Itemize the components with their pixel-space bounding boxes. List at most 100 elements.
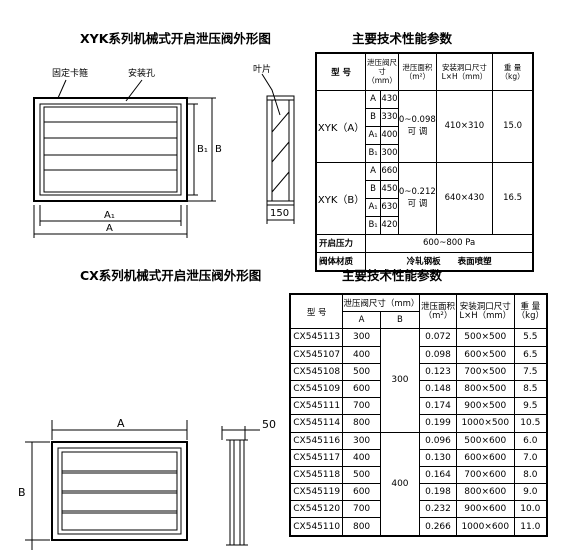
cx-install: 700×500 [455,362,515,381]
cx-area: 0.199 [419,414,457,433]
cx-install: 600×600 [455,448,515,467]
cx-a: 800 [342,517,381,537]
cx-header-col-b: B [379,311,421,330]
cx-area: 0.174 [419,397,457,416]
xyk-outline-drawing: 固定卡箍 安装孔 叶片 B₁ B A₁ A 150 [33,63,295,238]
cx-area: 0.123 [419,362,457,381]
xyk-model-cell: XYK（B） [315,161,367,235]
cx-install: 500×600 [455,431,515,450]
cx-model: CX545116 [289,431,344,450]
cx-header-area-unit: （m²） [423,310,453,321]
xyk-header-weight: 重 量（kg） [492,52,534,91]
cx-model: CX545114 [289,414,344,433]
cx-outline-drawing: A B 50 [18,417,276,550]
cx-model: CX545120 [289,500,344,519]
xyk-header-weight-unit: （kg） [500,71,525,81]
xyk-area-value: 0~0.098 [398,115,436,125]
cx-dim-a: A [117,417,125,430]
cx-dim-b: B [18,486,26,499]
dim-key: B₁ [365,143,381,163]
cx-a: 600 [342,483,381,502]
cx-header-model: 型 号 [289,293,344,330]
cx-area: 0.072 [419,328,457,347]
cx-a: 600 [342,379,381,399]
xyk-clip-label: 固定卡箍 [52,67,88,79]
cx-a: 700 [342,500,381,519]
xyk-dim-b: B [215,144,222,155]
cx-a: 300 [342,328,381,347]
cx-header-install-unit: L×H（mm） [459,310,512,321]
cx-area: 0.130 [419,448,457,467]
cx-area: 0.198 [419,483,457,502]
cx-a: 700 [342,397,381,416]
xyk-model-cell: XYK（A） [315,89,367,163]
cx-a: 300 [342,431,381,450]
xyk-header-size-unit: （mm） [367,76,397,86]
dim-value: 420 [379,215,399,235]
xyk-area-note: 可 调 [407,127,428,137]
cx-install: 900×600 [455,500,515,519]
cx-weight: 8.0 [513,465,548,485]
cx-model: CX545109 [289,379,344,399]
cx-header-install-label: 安装洞口尺寸 [459,301,511,312]
cx-weight: 8.5 [513,379,548,399]
cx-model: CX545110 [289,517,344,537]
cx-area: 0.266 [419,517,457,537]
cx-area: 0.148 [419,379,457,399]
xyk-header-install-unit: L×H（mm） [441,71,488,81]
cx-install: 1000×600 [455,517,515,537]
cx-b-group: 400 [379,431,421,537]
cx-weight: 6.5 [513,345,548,364]
cx-install: 800×500 [455,379,515,399]
xyk-area-value: 0~0.212 [398,187,436,197]
xyk-install-cell: 640×430 [435,161,494,235]
dim-key: B₁ [365,215,381,235]
dim-value: 300 [379,143,399,163]
xyk-header-install-label: 安装洞口尺寸 [441,62,487,72]
xyk-weight-cell: 15.0 [492,89,534,163]
dim-value: 660 [379,161,399,181]
xyk-area-cell: 0~0.098 可 调 [397,89,437,163]
xyk-pressure-label: 开启压力 [315,233,367,253]
dim-key: A₁ [365,125,381,145]
cx-weight: 7.5 [513,362,548,381]
cx-weight: 5.5 [513,328,548,347]
xyk-material-value: 冷轧钢板 表面喷塑 [365,251,534,271]
cx-weight: 10.0 [513,500,548,519]
xyk-pressure-value: 600~800 Pa [365,233,534,253]
xyk-hole-label: 安装孔 [128,67,155,79]
cx-area: 0.232 [419,500,457,519]
xyk-header-size-label: 泄压阀尺寸 [367,58,398,77]
cx-dim-depth: 50 [262,418,276,431]
dim-key: B [365,107,381,127]
cx-model: CX545118 [289,465,344,485]
xyk-material-row: 阀体材质 冷轧钢板 表面喷塑 [315,251,534,271]
cx-install: 1000×500 [455,414,515,433]
dim-value: 330 [379,107,399,127]
xyk-header-size: 泄压阀尺寸（mm） [365,52,399,91]
cx-b-group: 300 [379,328,421,433]
cx-header-weight-label: 重 量 [520,301,541,312]
cx-header-weight-unit: （kg） [516,310,544,321]
cx-install: 800×600 [455,483,515,502]
cx-install: 700×600 [455,465,515,485]
xyk-weight-cell: 16.5 [492,161,534,235]
xyk-area-note: 可 调 [407,199,428,209]
cx-model: CX545107 [289,345,344,364]
cx-install: 500×500 [455,328,515,347]
dim-value: 430 [379,89,399,109]
cx-model: CX545119 [289,483,344,502]
